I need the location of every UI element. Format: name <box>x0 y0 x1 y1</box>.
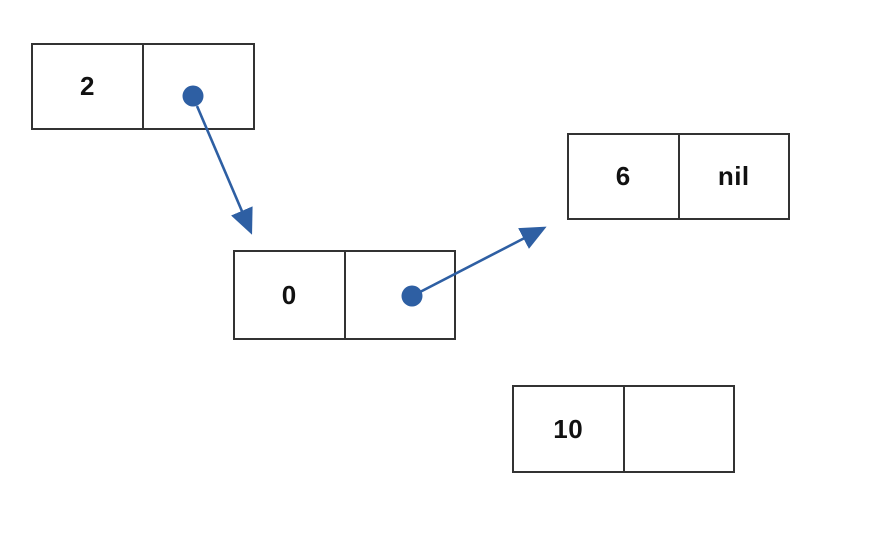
node-next-pointer-cell <box>346 252 455 338</box>
node-value: 10 <box>514 387 625 471</box>
node-value: 2 <box>33 45 144 128</box>
list-node-0: 0 <box>233 250 456 340</box>
list-node-6: 6 nil <box>567 133 790 220</box>
node-next-nil-label: nil <box>717 161 750 191</box>
node-value: 6 <box>569 135 680 218</box>
list-node-10: 10 <box>512 385 735 473</box>
node-next-pointer-cell <box>144 45 253 128</box>
list-node-2: 2 <box>31 43 255 130</box>
node-value: 0 <box>235 252 346 338</box>
node-next-empty-cell <box>625 387 734 471</box>
